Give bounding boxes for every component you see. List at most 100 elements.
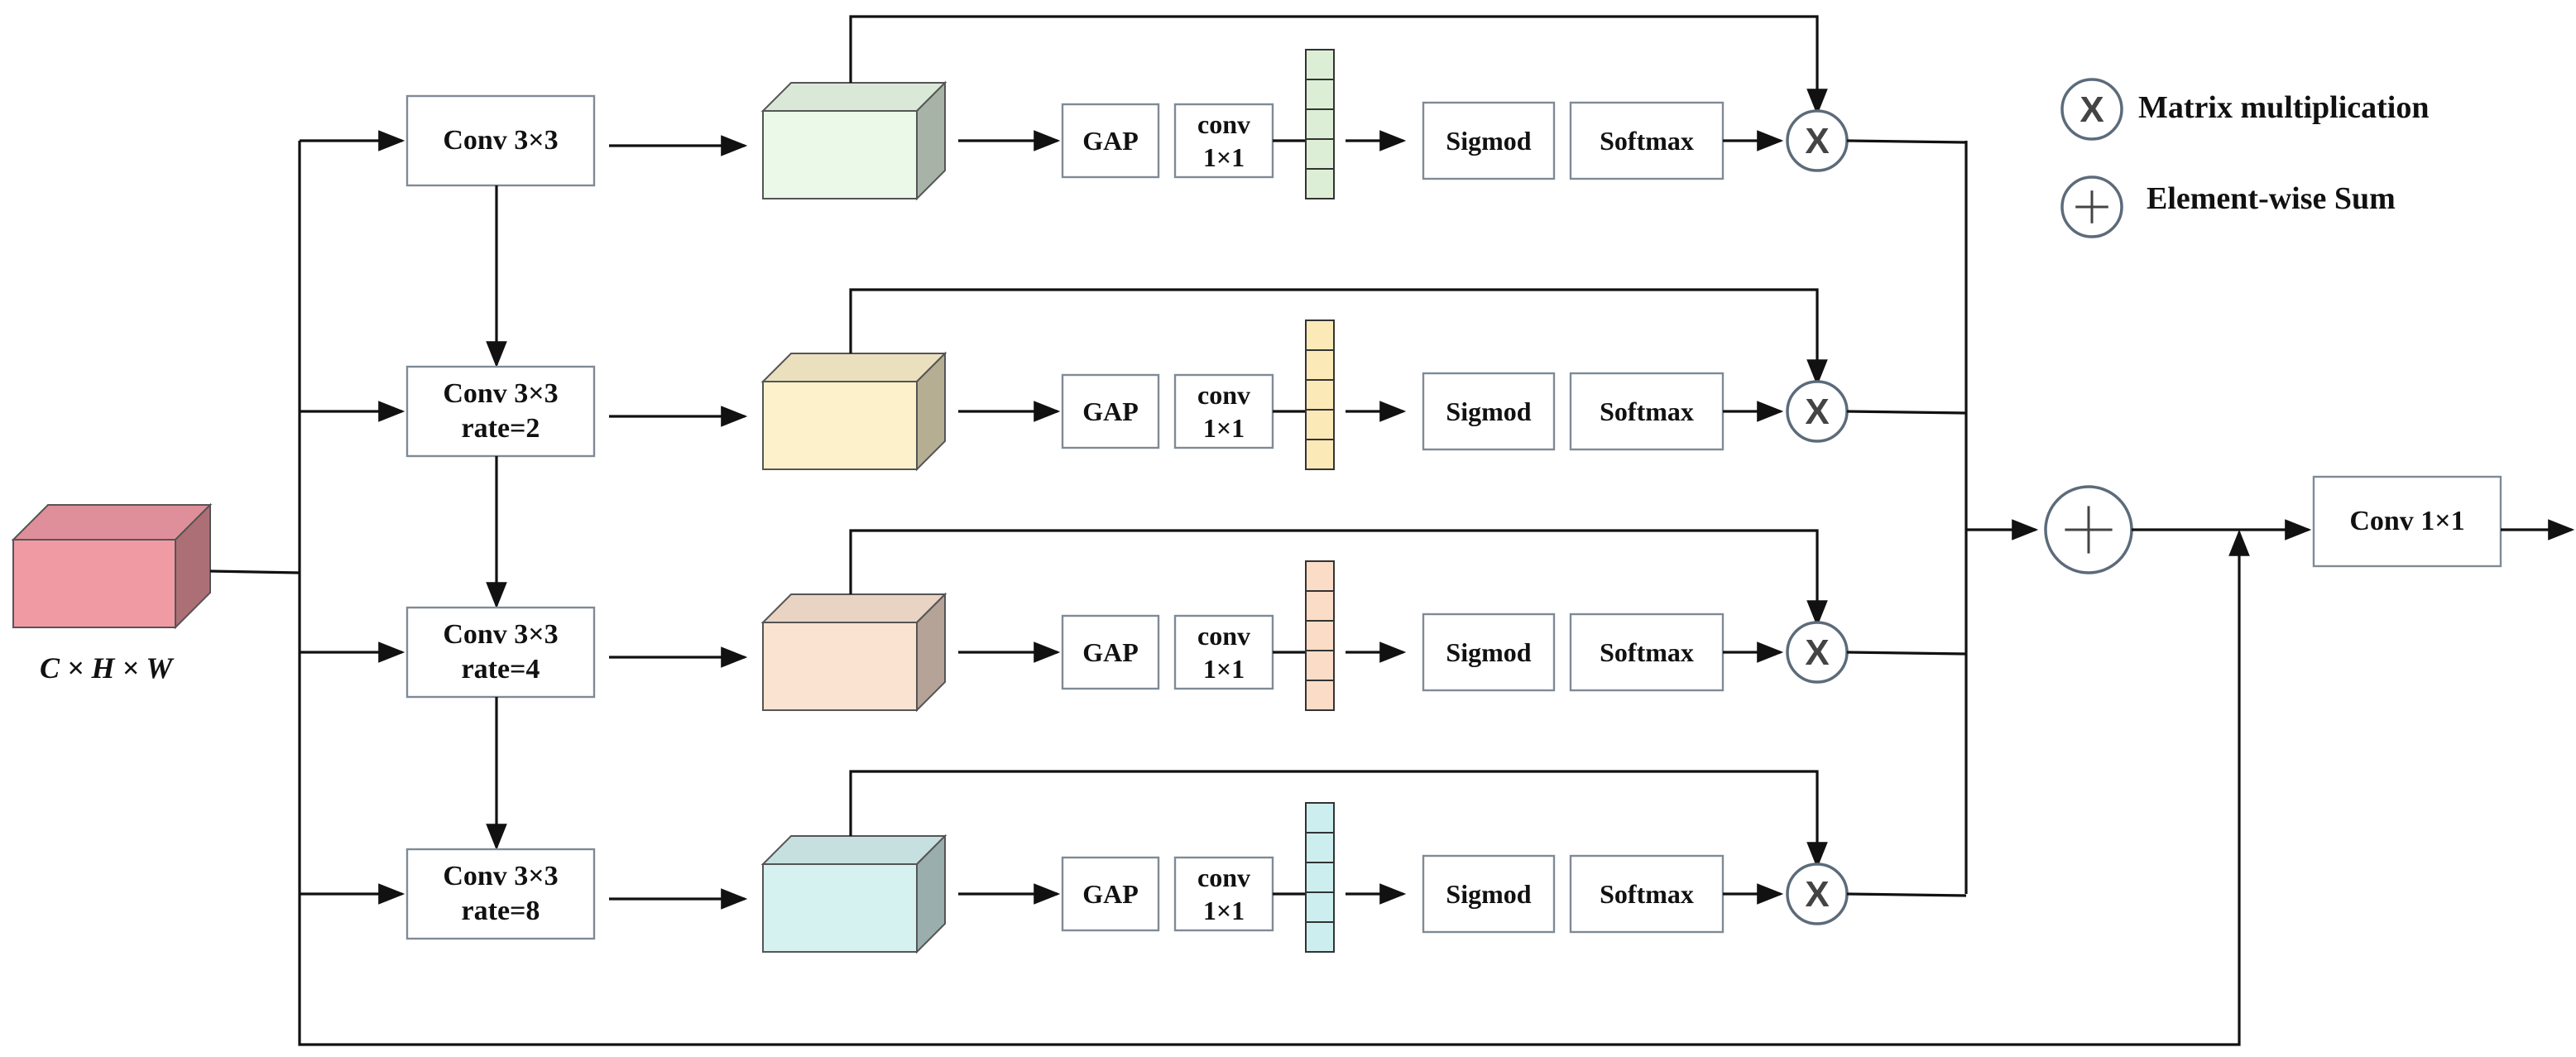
branch-2-gap-label-line-1: GAP bbox=[1082, 396, 1139, 426]
branch-4-feature-cube-top bbox=[760, 835, 947, 865]
branch-2-vector-cell bbox=[1305, 439, 1335, 470]
branch-4-conv1x1-label: conv 1×1 bbox=[1175, 858, 1273, 930]
output-conv1x1-label: Conv 1×1 bbox=[2314, 477, 2501, 566]
branch-3-feature-cube-top bbox=[760, 593, 947, 623]
branch-2-feature-cube-front bbox=[762, 381, 918, 470]
branch-3-vector-cell bbox=[1305, 680, 1335, 711]
branch-2-vector-cell bbox=[1305, 379, 1335, 411]
branch-3-gap-label-line-1: GAP bbox=[1082, 637, 1139, 667]
branch-4-gap-label: GAP bbox=[1063, 858, 1158, 930]
branch-2-feature-cube bbox=[760, 351, 947, 472]
branch-1-conv3x3-label-line-1: Conv 3×3 bbox=[443, 124, 559, 156]
branch-4-conv1x1-label-line-2: 1×1 bbox=[1202, 896, 1245, 925]
branch-3-gap-label: GAP bbox=[1063, 616, 1158, 689]
branch-3-softmax-box bbox=[1569, 613, 1725, 692]
branch-1-to-bus-line bbox=[1846, 139, 1967, 144]
output-conv1x1-box bbox=[2312, 475, 2502, 568]
branch-4-multiply-op: X bbox=[1786, 862, 1849, 925]
branch-2-conv3x3-label-line-1: Conv 3×3 bbox=[443, 377, 559, 409]
legend-multiply-icon: X bbox=[2060, 78, 2123, 141]
branch-4-feature-cube-front bbox=[762, 863, 918, 953]
branch-1-conv1x1-box bbox=[1173, 103, 1274, 179]
branch-4-bypass-arrow bbox=[849, 770, 1828, 869]
branch-4-gap-box bbox=[1061, 856, 1160, 932]
branch-1-conv3x3-box bbox=[405, 94, 596, 187]
branch-2-conv1x1-label-line-2: 1×1 bbox=[1202, 413, 1245, 443]
branch-2-vector-cell bbox=[1305, 409, 1335, 440]
branch-1-feature-cube bbox=[760, 80, 947, 201]
branch-3-conv1x1-box bbox=[1173, 614, 1274, 690]
element-wise-sum-op bbox=[2044, 485, 2133, 574]
branch-2-conv3x3-box bbox=[405, 365, 596, 458]
branch-1-softmax-label-line-1: Softmax bbox=[1600, 126, 1694, 156]
branch-4-conv3x3-label-line-1: Conv 3×3 bbox=[443, 860, 559, 891]
branch-4-softmax-label: Softmax bbox=[1571, 856, 1723, 932]
branch-1-conv3x3-label: Conv 3×3 bbox=[407, 96, 594, 185]
branch-1-vector-cell bbox=[1305, 168, 1335, 199]
branch-2-gap-box bbox=[1061, 373, 1160, 449]
branch-4-conv3x3-box bbox=[405, 848, 596, 940]
branch-3-to-bus-line bbox=[1846, 651, 1967, 656]
branch-1-conv1x1-label-line-2: 1×1 bbox=[1202, 142, 1245, 172]
branch-2-vector-cell bbox=[1305, 320, 1335, 351]
branch-3-vector-cell bbox=[1305, 650, 1335, 681]
branch-3-conv3x3-label-line-2: rate=4 bbox=[461, 654, 540, 685]
branch-1-softmax-label: Softmax bbox=[1571, 103, 1723, 179]
branch-3-multiply-op: X bbox=[1786, 621, 1849, 684]
branch-4-conv3x3-label-line-2: rate=8 bbox=[461, 896, 540, 926]
branch-4-conv1x1-box bbox=[1173, 856, 1274, 932]
branch-4-vector-cell bbox=[1305, 832, 1335, 863]
legend-multiply-icon-ring bbox=[2060, 78, 2123, 141]
branch-2-bypass-arrow bbox=[849, 288, 1828, 387]
branch-2-conv1x1-label-line-1: conv bbox=[1197, 380, 1250, 410]
branch-4-sigmoid-label: Sigmod bbox=[1423, 856, 1554, 932]
branch-4-to-bus-line bbox=[1846, 892, 1967, 897]
branch-1-gap-label: GAP bbox=[1063, 104, 1158, 177]
legend-multiply-label: Matrix multiplication bbox=[2138, 90, 2430, 125]
branch-3-conv3x3-label-line-1: Conv 3×3 bbox=[443, 618, 559, 650]
branch-3-softmax-label-line-1: Softmax bbox=[1600, 637, 1694, 667]
branch-4-sigmoid-box bbox=[1422, 854, 1556, 934]
branch-1-gap-label-line-1: GAP bbox=[1082, 126, 1139, 156]
branch-4-vector-cell bbox=[1305, 921, 1335, 953]
branch-2-to-bus-line bbox=[1846, 410, 1967, 415]
branch-1-vector-cell bbox=[1305, 79, 1335, 110]
branch-4-gap-label-line-1: GAP bbox=[1082, 879, 1139, 909]
branch-4-conv1x1-label-line-1: conv bbox=[1197, 862, 1250, 892]
branch-1-vector-cell bbox=[1305, 108, 1335, 140]
branch-3-bypass-arrow bbox=[849, 529, 1828, 627]
branch-2-softmax-label-line-1: Softmax bbox=[1600, 396, 1694, 426]
branch-4-conv3x3-label: Conv 3×3 rate=8 bbox=[407, 849, 594, 939]
legend-sum-icon bbox=[2060, 175, 2123, 238]
branch-1-sigmoid-label: Sigmod bbox=[1423, 103, 1554, 179]
branch-2-multiply-op-glyph: X bbox=[1805, 392, 1829, 432]
legend-multiply-icon-glyph: X bbox=[2080, 89, 2103, 130]
branch-2-conv1x1-box bbox=[1173, 373, 1274, 449]
branch-3-conv1x1-label-line-2: 1×1 bbox=[1202, 654, 1245, 684]
branch-3-vector-cell bbox=[1305, 590, 1335, 622]
branch-4-sigmoid-label-line-1: Sigmod bbox=[1446, 879, 1532, 909]
branch-3-sigmoid-label: Sigmod bbox=[1423, 614, 1554, 690]
branch-3-softmax-label: Softmax bbox=[1571, 614, 1723, 690]
branch-1-feature-cube-front bbox=[762, 110, 918, 199]
branch-4-softmax-box bbox=[1569, 854, 1725, 934]
branch-2-conv3x3-label-line-2: rate=2 bbox=[461, 413, 540, 444]
branch-3-feature-cube bbox=[760, 592, 947, 713]
branch-3-conv3x3-box bbox=[405, 606, 596, 699]
branch-1-vector-cell bbox=[1305, 138, 1335, 170]
branch-4-softmax-label-line-1: Softmax bbox=[1600, 879, 1694, 909]
branch-1-gap-box bbox=[1061, 103, 1160, 179]
branch-1-multiply-op: X bbox=[1786, 109, 1849, 172]
branch-2-softmax-box bbox=[1569, 372, 1725, 451]
branch-1-vector-cell bbox=[1305, 49, 1335, 80]
branch-3-sigmoid-label-line-1: Sigmod bbox=[1446, 637, 1532, 667]
branch-2-vector-cell bbox=[1305, 349, 1335, 381]
branch-2-sigmoid-box bbox=[1422, 372, 1556, 451]
input-tensor-cube bbox=[11, 502, 213, 630]
branch-1-sigmoid-label-line-1: Sigmod bbox=[1446, 126, 1532, 156]
trunk-and-skip-line bbox=[298, 141, 2250, 1046]
branch-2-gap-label: GAP bbox=[1063, 375, 1158, 448]
